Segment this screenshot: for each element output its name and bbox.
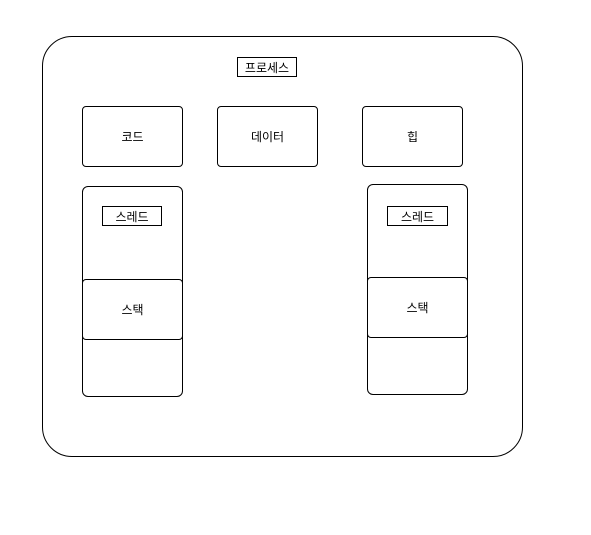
- data-segment-label: 데이터: [250, 130, 285, 144]
- stack-box-1: 스택: [82, 279, 183, 340]
- code-segment-box: 코드: [82, 106, 183, 167]
- heap-segment-box: 힙: [362, 106, 463, 167]
- stack-box-2: 스택: [367, 277, 468, 338]
- process-label: 프로세스: [237, 57, 297, 77]
- heap-segment-label: 힙: [406, 130, 419, 144]
- thread-label-2: 스레드: [387, 206, 448, 226]
- stack-label-1: 스택: [121, 303, 144, 317]
- code-segment-label: 코드: [121, 130, 144, 144]
- stack-label-2: 스택: [406, 301, 429, 315]
- thread-label-1: 스레드: [102, 206, 162, 226]
- data-segment-box: 데이터: [217, 106, 318, 167]
